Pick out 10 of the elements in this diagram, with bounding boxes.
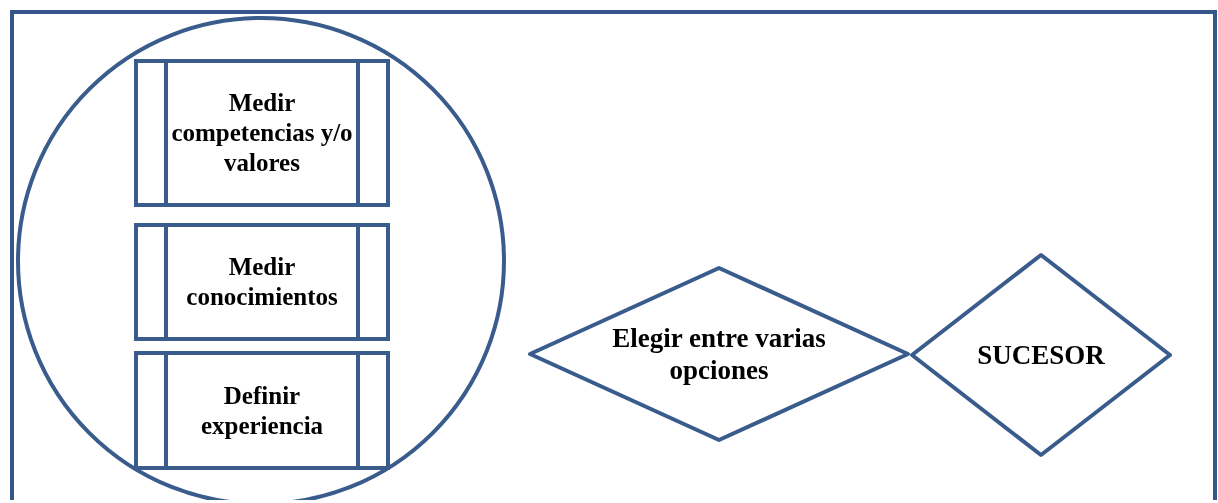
decision-diamond [528,266,910,442]
process-box [134,59,390,207]
node-label: Elegir entre varias opciones [612,321,826,387]
node-label: Definir experiencia [199,380,325,441]
process-box [134,351,390,470]
node-label: Medir competencias y/o valores [170,88,354,178]
decision-diamond [910,253,1172,457]
node-label: Medir conocimientos [185,252,339,312]
process-box [134,223,390,341]
node-label: SUCESOR [976,338,1106,372]
